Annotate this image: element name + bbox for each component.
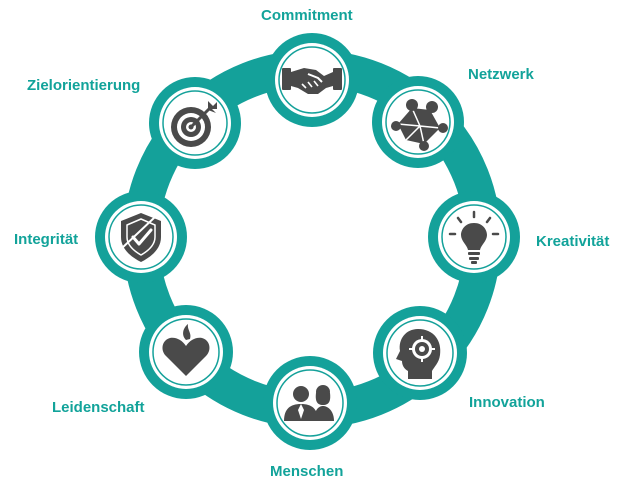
node-menschen <box>263 356 357 450</box>
node-leidenschaft <box>139 305 233 399</box>
node-integritaet <box>95 191 187 283</box>
label-innovation: Innovation <box>469 394 545 411</box>
label-zielorientierung: Zielorientierung <box>27 77 141 94</box>
node-kreativitaet <box>428 191 520 283</box>
handshake-icon <box>282 68 342 94</box>
label-menschen: Menschen <box>270 463 344 480</box>
people-icon <box>284 385 334 421</box>
label-netzwerk: Netzwerk <box>468 66 534 83</box>
shield-check-icon <box>120 213 161 262</box>
label-integritaet: Integrität <box>14 231 79 248</box>
node-innovation <box>373 306 467 400</box>
flaming-heart-icon <box>162 324 210 376</box>
network-icon <box>391 99 448 151</box>
node-netzwerk <box>372 76 464 168</box>
label-leidenschaft: Leidenschaft <box>52 399 145 416</box>
label-kreativitaet: Kreativität <box>536 233 610 250</box>
label-commitment: Commitment <box>261 7 353 24</box>
node-commitment <box>265 33 359 127</box>
node-zielorientierung <box>149 77 241 169</box>
target-icon <box>171 101 217 147</box>
head-gear-icon <box>396 329 441 379</box>
lightbulb-icon <box>448 210 500 264</box>
